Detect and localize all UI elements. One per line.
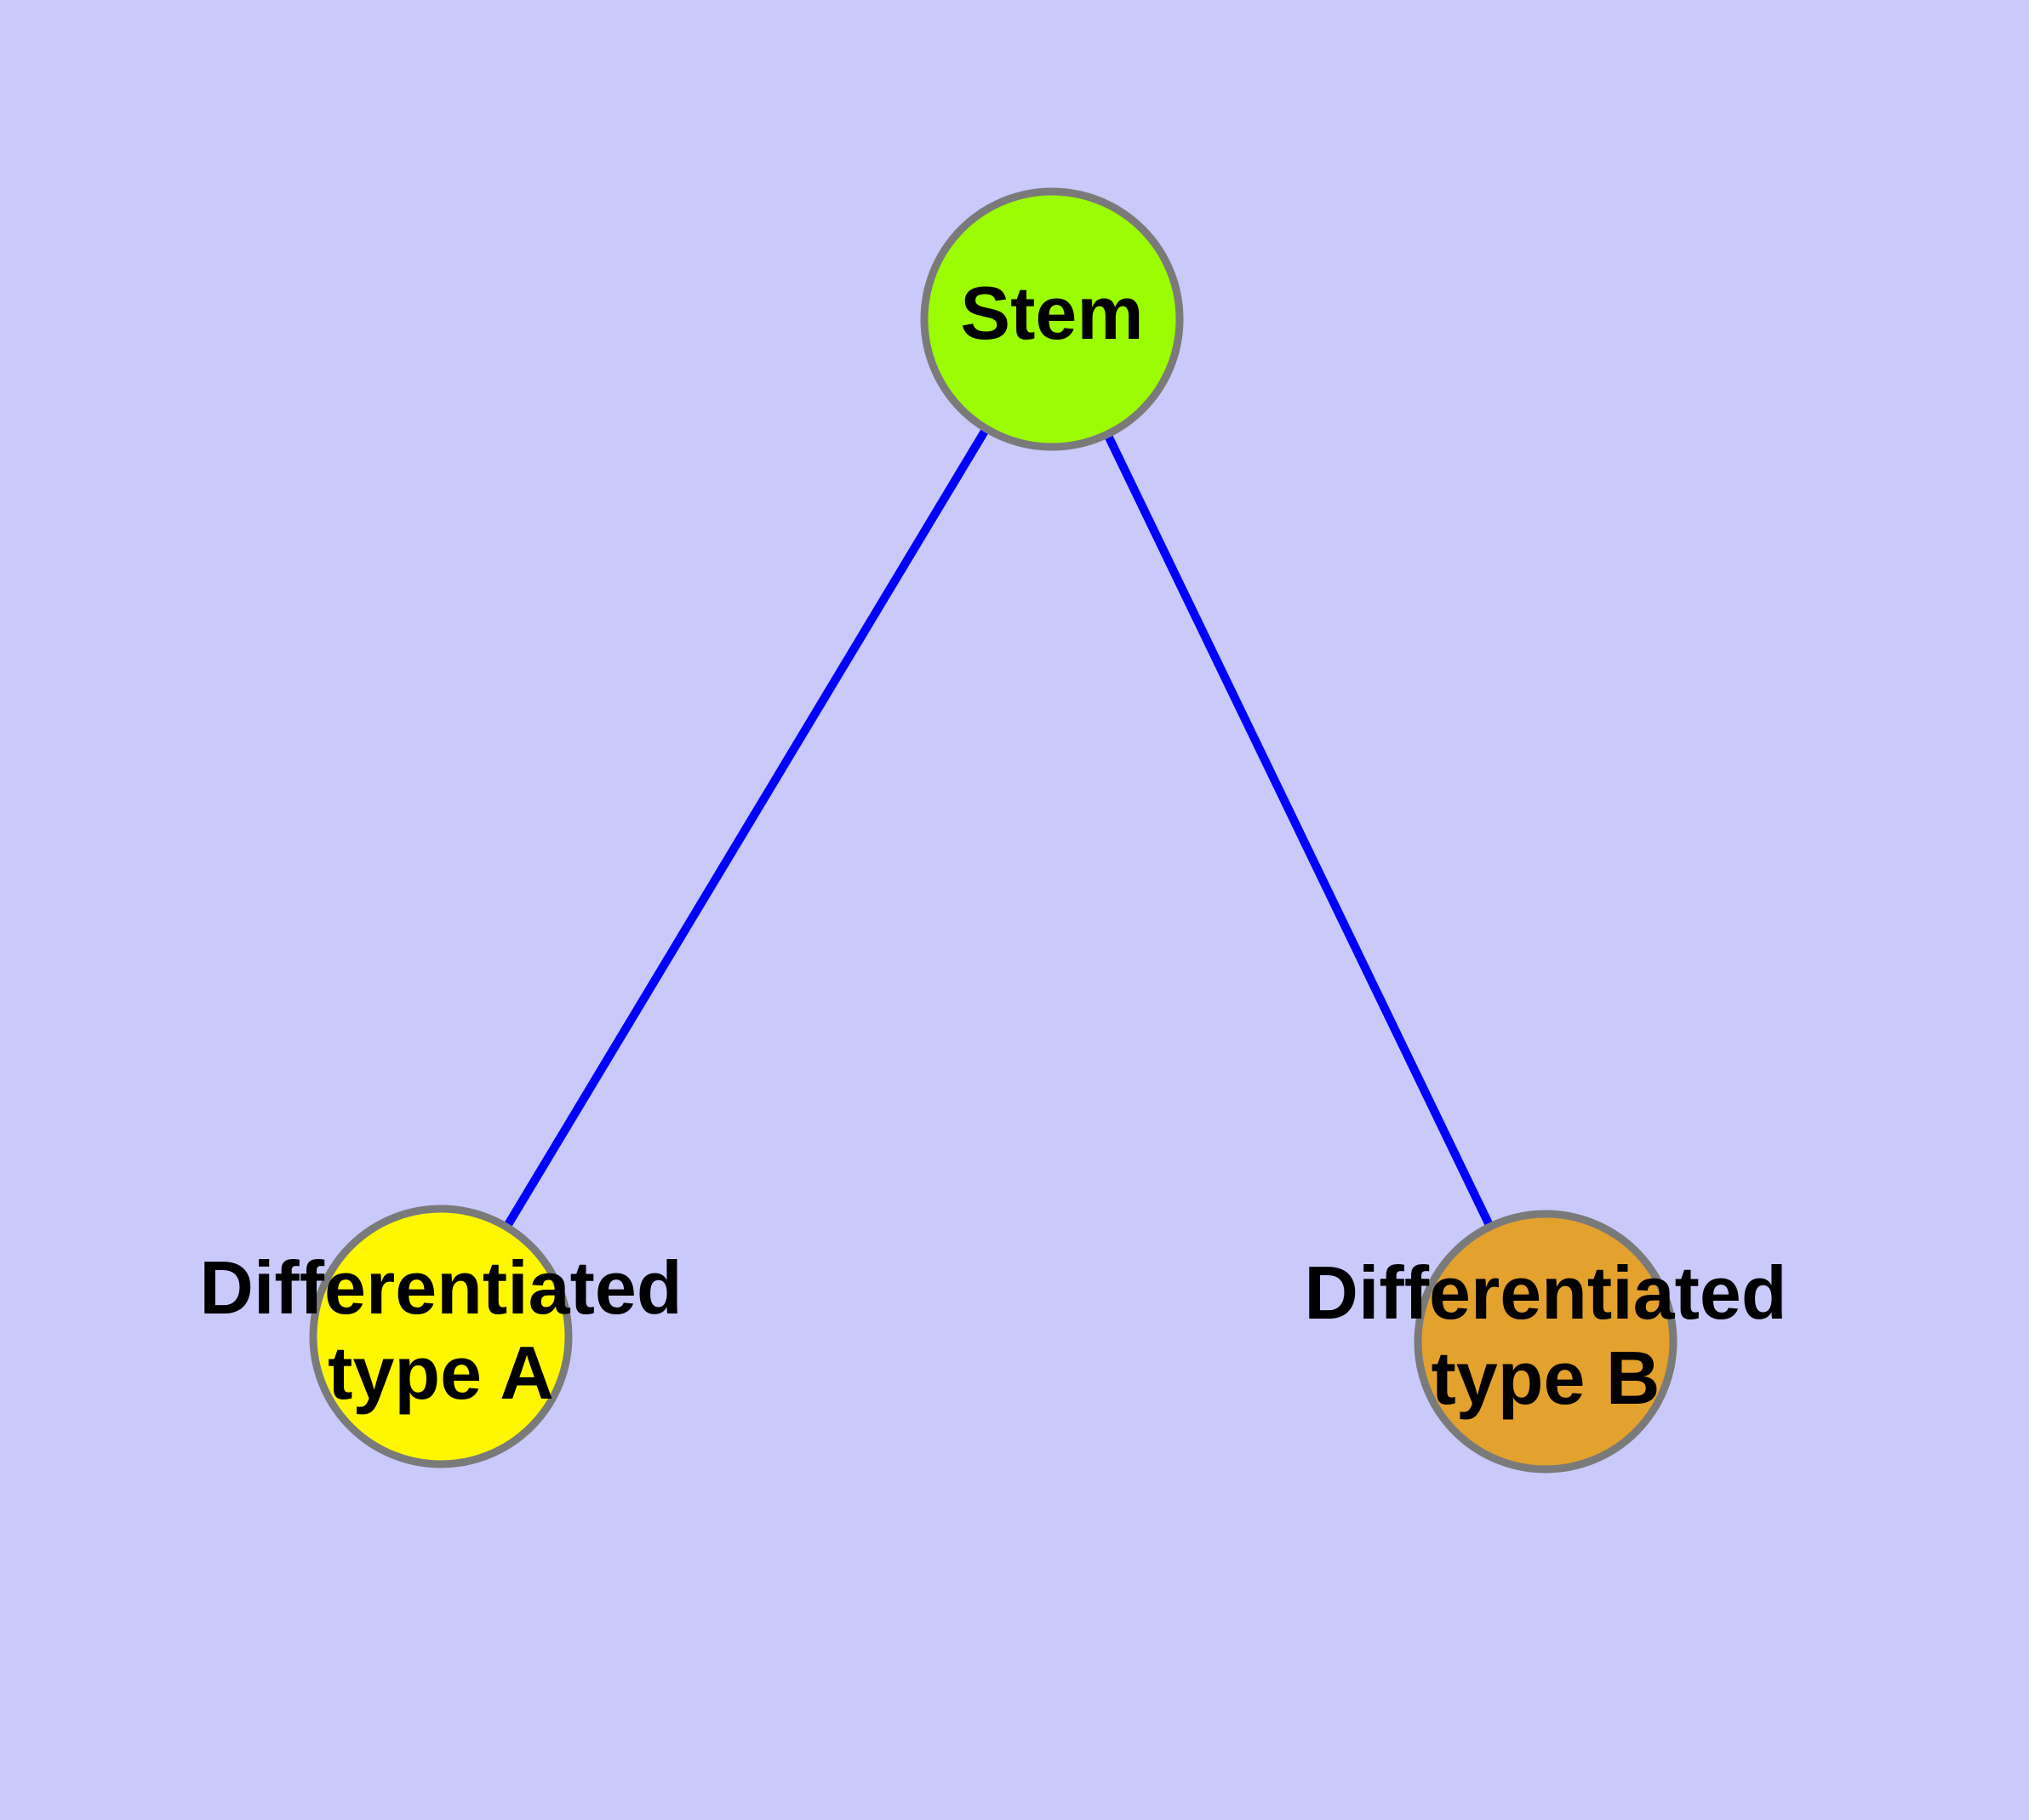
node-label-line: Differentiated	[1304, 1251, 1786, 1335]
edge-stem-to-diff-b	[1102, 431, 1495, 1230]
node-label-stem: Stem	[960, 271, 1143, 355]
node-stem[interactable]: Stem	[920, 187, 1184, 451]
node-label-line: Stem	[960, 271, 1143, 355]
edge-stem-to-diff-a	[501, 425, 992, 1231]
node-circle-diff_b[interactable]	[1414, 1210, 1677, 1474]
node-circle-stem[interactable]	[920, 187, 1184, 451]
node-label-line: type A	[328, 1331, 554, 1415]
edges-layer	[501, 425, 1495, 1231]
node-label-line: Differentiated	[199, 1245, 682, 1330]
node-label-line: type B	[1432, 1336, 1660, 1420]
node-circle-diff_a[interactable]	[309, 1205, 573, 1468]
